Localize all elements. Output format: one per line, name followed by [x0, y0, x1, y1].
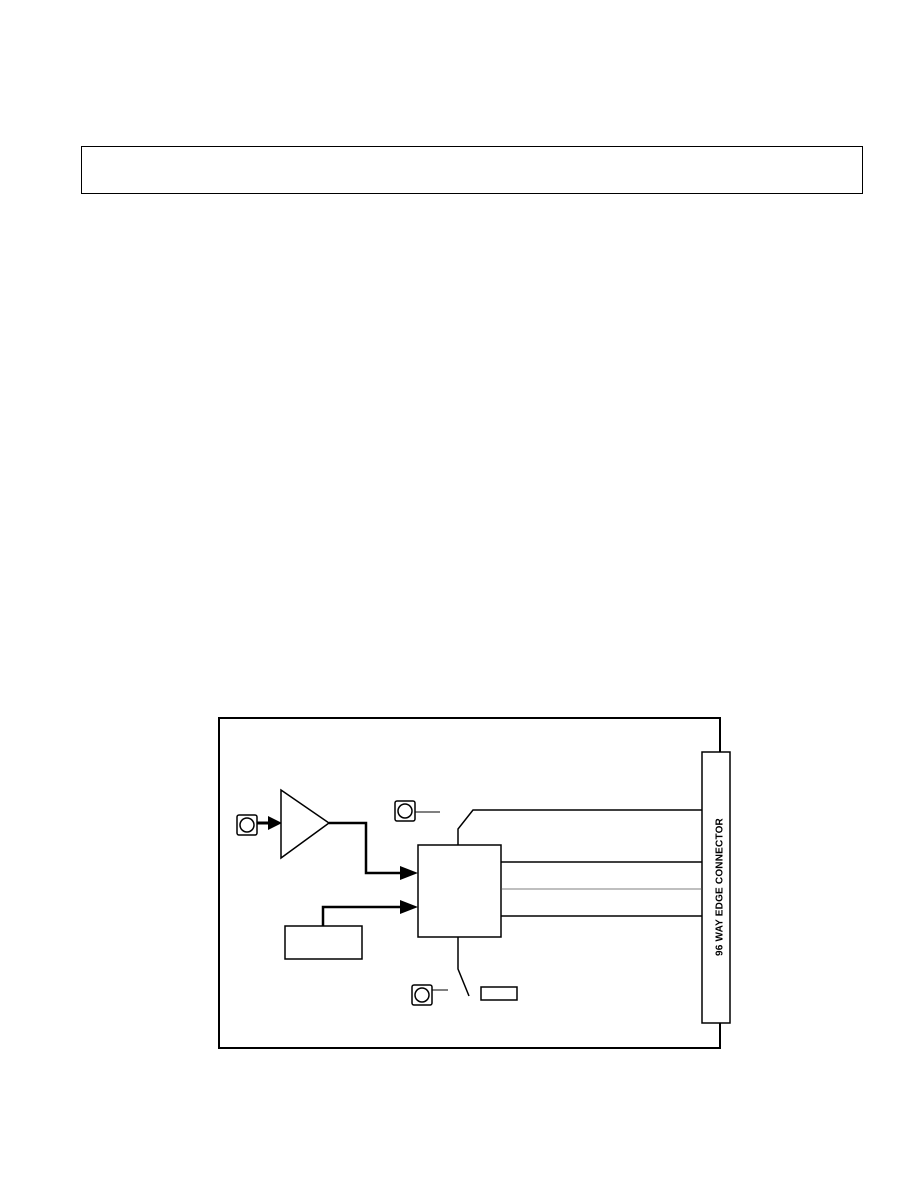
central-processing-block: [417, 844, 502, 938]
amplifier-triangle-icon: [280, 788, 331, 860]
amp-output-arrowhead: [400, 866, 418, 880]
bottom-jack-circle-icon: [414, 987, 430, 1003]
amp-output-line: [329, 821, 405, 875]
bottom-switch-icon: [457, 937, 470, 997]
small-component-block: [480, 986, 518, 1001]
input-jack-circle-icon: [239, 817, 255, 833]
top-switch-icon: [457, 809, 702, 845]
source-output-line: [321, 905, 405, 926]
edge-connector: [701, 751, 731, 1024]
source-block: [284, 925, 363, 960]
source-output-arrowhead: [400, 900, 418, 914]
header-box: [81, 146, 863, 194]
edge-connector-label: 96 WAY EDGE CONNECTOR: [715, 817, 726, 956]
input-to-amp-arrowhead: [268, 816, 282, 830]
top-jack-circle-icon: [397, 803, 413, 819]
